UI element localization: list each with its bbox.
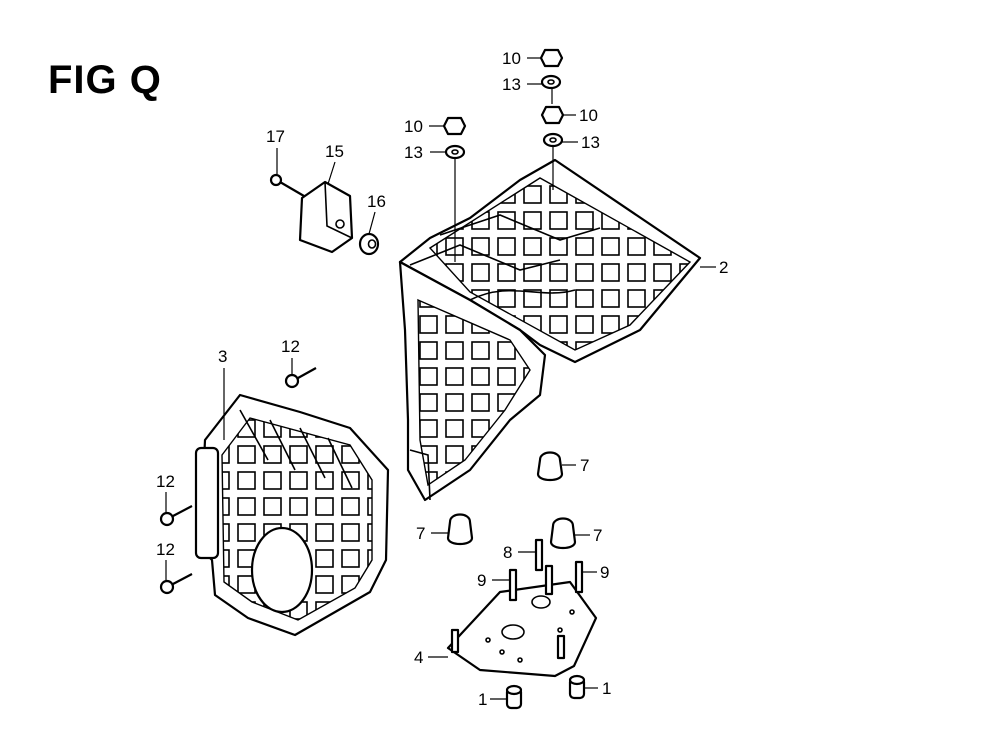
callout-7-right: 7 (593, 526, 602, 545)
nut-10-right (540, 105, 565, 125)
callout-7-right-top: 7 (580, 456, 589, 475)
callout-10-right: 10 (579, 106, 598, 125)
callout-2: 2 (719, 258, 728, 277)
callout-17: 17 (266, 127, 285, 146)
bolt-part-8 (534, 538, 544, 572)
frame-part-2 (398, 158, 702, 502)
nut-10-top (539, 48, 564, 68)
bracket-part-15 (298, 180, 354, 254)
callout-1-left: 1 (478, 690, 487, 709)
callout-12-lower: 12 (156, 540, 175, 559)
callout-9-right: 9 (600, 563, 609, 582)
washer-13-left (444, 144, 466, 160)
callout-9-left: 9 (477, 571, 486, 590)
callout-13-top: 13 (502, 75, 521, 94)
guard-part-3 (194, 393, 390, 637)
base-plate-part-4 (446, 580, 598, 678)
callout-12-upper: 12 (281, 337, 300, 356)
bolt-part-17 (269, 173, 305, 197)
callout-3: 3 (218, 347, 227, 366)
collar-part-16 (358, 232, 380, 256)
callout-13-left: 13 (404, 143, 423, 162)
callout-10-top: 10 (502, 49, 521, 68)
bolt-12-middle (159, 505, 193, 527)
callout-10-left: 10 (404, 117, 423, 136)
callout-16: 16 (367, 192, 386, 211)
washer-13-top (540, 74, 562, 90)
mount-7-right-top (536, 451, 564, 482)
mount-7-left (446, 513, 474, 546)
callout-4: 4 (414, 648, 423, 667)
bolt-12-lower (159, 573, 193, 595)
callout-7-left: 7 (416, 524, 425, 543)
callout-15: 15 (325, 142, 344, 161)
callout-1-right: 1 (602, 679, 611, 698)
mount-7-right (549, 517, 577, 550)
washer-13-right (542, 132, 564, 148)
callout-8: 8 (503, 543, 512, 562)
spacer-1-left (505, 684, 523, 710)
bolt-9-right (574, 560, 584, 594)
spacer-1-right (568, 674, 586, 700)
figure-title: FIG Q (48, 58, 162, 102)
nut-10-left (442, 116, 467, 136)
callout-12-middle: 12 (156, 472, 175, 491)
bolt-12-upper (284, 367, 317, 389)
bolt-9-left (508, 568, 518, 602)
callout-13-right: 13 (581, 133, 600, 152)
